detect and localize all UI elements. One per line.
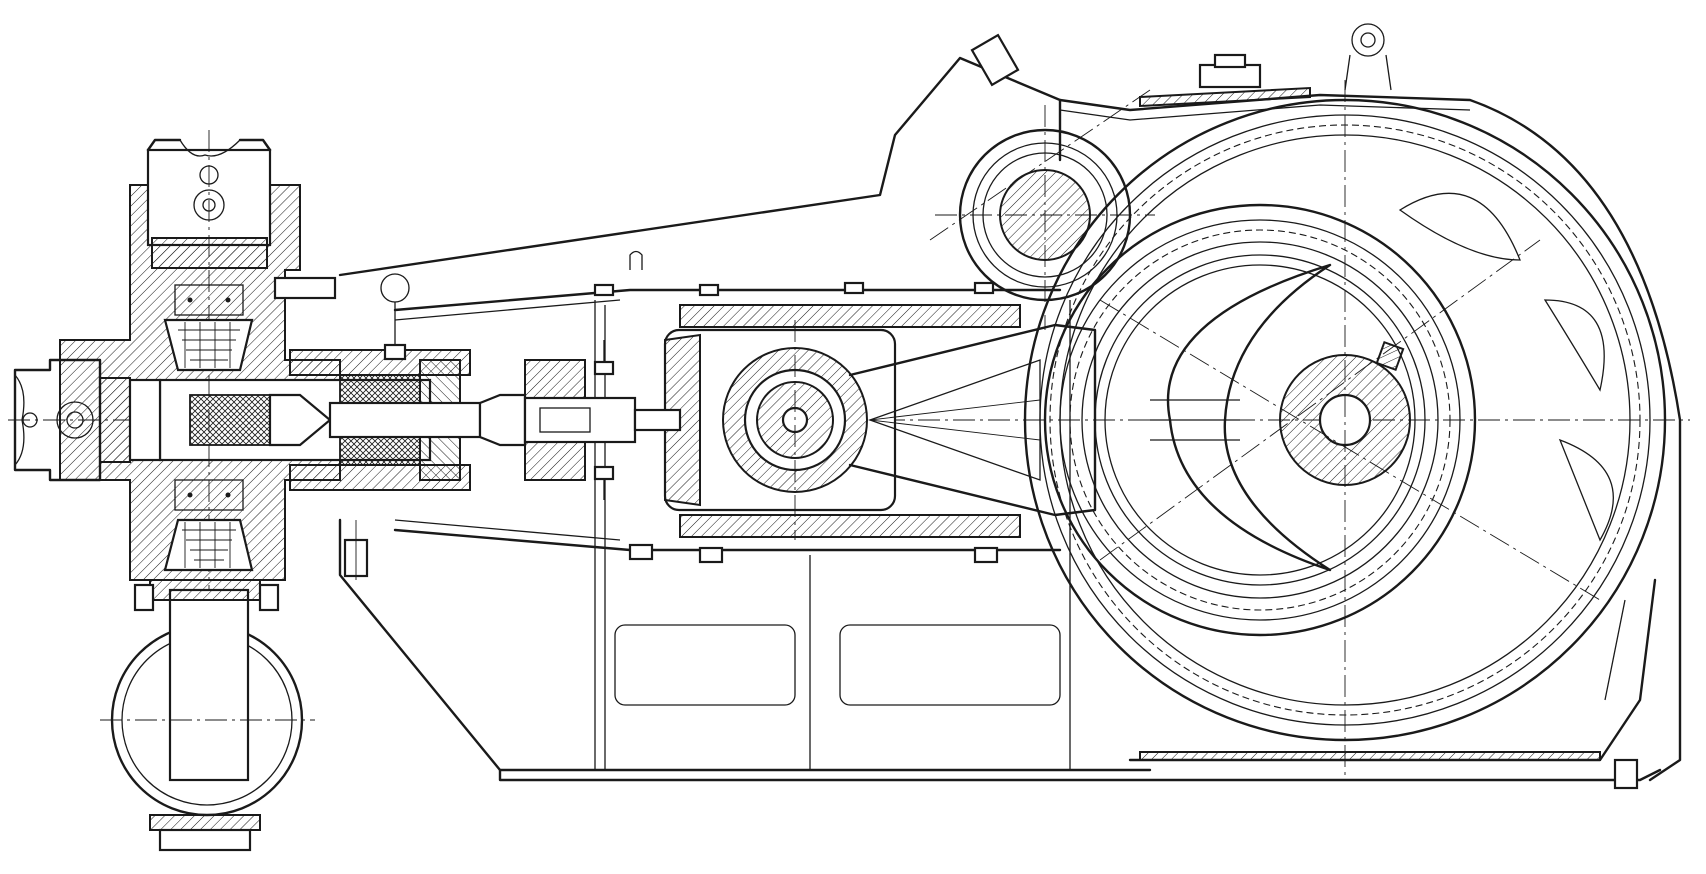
plunger [189, 393, 637, 447]
end-cover [13, 358, 131, 482]
discharge-valve [163, 284, 254, 372]
stuffing-box [273, 250, 643, 500]
crosshead [633, 320, 897, 540]
crank-gear [929, 80, 1667, 780]
suction-manifold [100, 579, 315, 852]
gear-guard [970, 23, 1682, 790]
suction-valve [163, 479, 254, 572]
frame [338, 56, 1662, 782]
frame-bolts [343, 281, 999, 580]
pinion [935, 105, 1155, 330]
